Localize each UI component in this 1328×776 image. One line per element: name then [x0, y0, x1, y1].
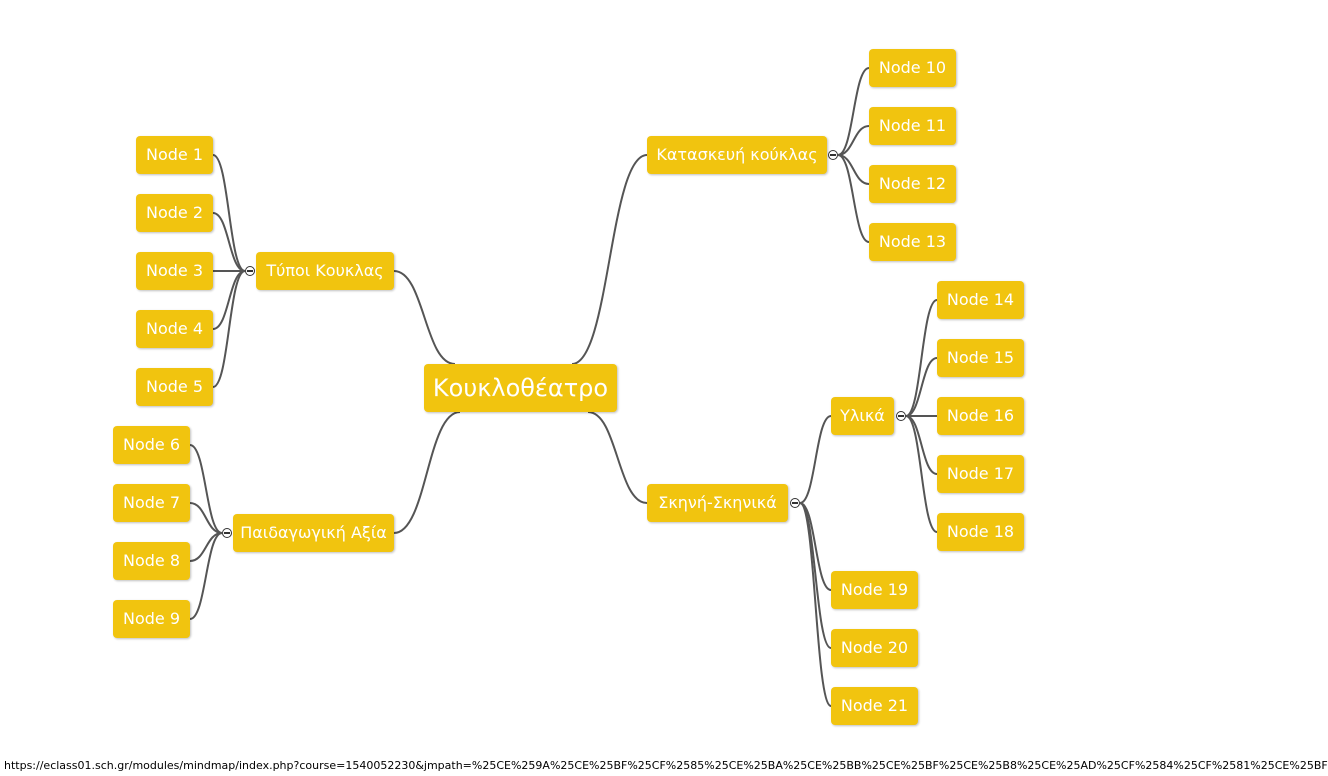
leaf-node-3[interactable]: Node 3 — [136, 252, 213, 290]
connector-root-typoi — [393, 270, 456, 365]
branch-node-paidagogiki-axia[interactable]: Παιδαγωγική Αξία — [233, 514, 394, 552]
mindmap-canvas: Κουκλοθέατρο Τύποι Κουκλας Node 1 Node 2… — [113, 49, 1024, 725]
collapse-toggle-icon[interactable] — [245, 266, 255, 276]
connector-root-skini — [587, 411, 648, 504]
leaf-node-18[interactable]: Node 18 — [937, 513, 1024, 551]
connector-typoi-node-5 — [212, 270, 246, 388]
connector-typoi-node-2 — [212, 212, 246, 272]
connector-ylika-node-18 — [905, 415, 938, 533]
leaf-node-16[interactable]: Node 16 — [937, 397, 1024, 435]
connector-kataskevi-node-11 — [837, 125, 870, 156]
connector-ylika-node-14 — [905, 299, 938, 417]
leaf-node-14[interactable]: Node 14 — [937, 281, 1024, 319]
leaf-node-21[interactable]: Node 21 — [831, 687, 918, 725]
connector-skini-ylika — [799, 415, 832, 504]
connector-skini-node-21 — [799, 502, 832, 707]
leaf-node-4[interactable]: Node 4 — [136, 310, 213, 348]
collapse-toggle-icon[interactable] — [222, 528, 232, 538]
connector-paidagogiki-node-7 — [189, 502, 223, 534]
branch-node-kataskevi-kouklas[interactable]: Κατασκευή κούκλας — [647, 136, 827, 174]
collapse-toggle-icon[interactable] — [828, 150, 838, 160]
leaf-node-17[interactable]: Node 17 — [937, 455, 1024, 493]
connector-ylika-node-17 — [905, 415, 938, 475]
connector-typoi-node-1 — [212, 154, 246, 272]
branch-node-skini-skinika[interactable]: Σκηνή-Σκηνικά — [647, 484, 788, 522]
connector-skini-node-20 — [799, 502, 832, 649]
connector-kataskevi-node-10 — [837, 67, 870, 156]
collapse-toggle-icon[interactable] — [790, 498, 800, 508]
leaf-node-19[interactable]: Node 19 — [831, 571, 918, 609]
leaf-node-8[interactable]: Node 8 — [113, 542, 190, 580]
leaf-node-10[interactable]: Node 10 — [869, 49, 956, 87]
connector-ylika-node-15 — [905, 357, 938, 417]
branch-node-typoi-kouklas[interactable]: Τύποι Κουκλας — [256, 252, 394, 290]
leaf-node-9[interactable]: Node 9 — [113, 600, 190, 638]
connector-paidagogiki-node-6 — [189, 444, 223, 534]
leaf-node-20[interactable]: Node 20 — [831, 629, 918, 667]
connector-root-kataskevi — [571, 154, 648, 365]
status-bar-url: https://eclass01.sch.gr/modules/mindmap/… — [4, 759, 1328, 772]
subbranch-node-ylika[interactable]: Υλικά — [831, 397, 894, 435]
connector-paidagogiki-node-9 — [189, 532, 223, 620]
connector-typoi-node-4 — [212, 270, 246, 330]
connector-root-paidagogiki — [393, 411, 461, 534]
leaf-node-11[interactable]: Node 11 — [869, 107, 956, 145]
leaf-node-13[interactable]: Node 13 — [869, 223, 956, 261]
leaf-node-12[interactable]: Node 12 — [869, 165, 956, 203]
collapse-toggle-icon[interactable] — [896, 411, 906, 421]
root-node[interactable]: Κουκλοθέατρο — [424, 364, 617, 412]
leaf-node-15[interactable]: Node 15 — [937, 339, 1024, 377]
leaf-node-1[interactable]: Node 1 — [136, 136, 213, 174]
leaf-node-5[interactable]: Node 5 — [136, 368, 213, 406]
connector-kataskevi-node-13 — [837, 154, 870, 243]
leaf-node-2[interactable]: Node 2 — [136, 194, 213, 232]
connector-lines — [189, 67, 938, 707]
leaf-node-7[interactable]: Node 7 — [113, 484, 190, 522]
leaf-node-6[interactable]: Node 6 — [113, 426, 190, 464]
